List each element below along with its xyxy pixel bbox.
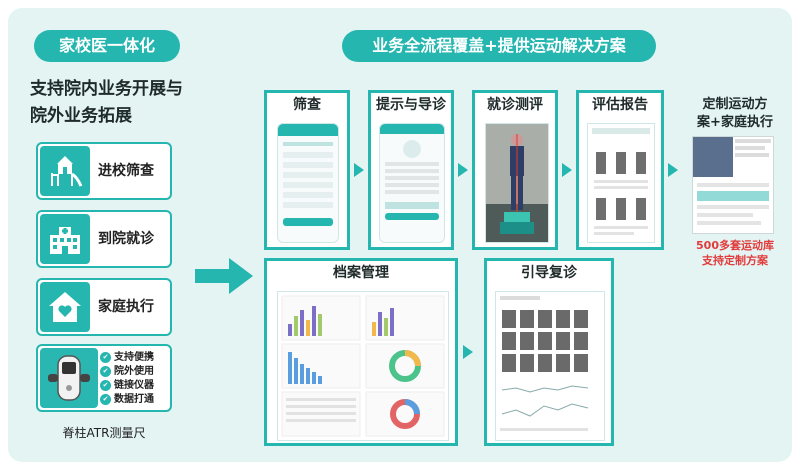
step-screening-card: 筛查 bbox=[264, 90, 350, 250]
step-assessment-card: 就诊测评 bbox=[472, 90, 558, 250]
step-guidance-card: 提示与导诊 bbox=[368, 90, 454, 250]
device-feature-item: 链接仪器 bbox=[100, 379, 154, 393]
step-title: 档案管理 bbox=[333, 265, 389, 281]
exercise-library-note: 500多套运动库 支持定制方案 bbox=[690, 238, 780, 268]
flow-arrow-icon bbox=[463, 345, 473, 359]
device-feature-item: 数据打通 bbox=[100, 393, 154, 407]
step-title: 就诊测评 bbox=[487, 97, 543, 113]
exercise-plan-screenshot bbox=[692, 136, 774, 234]
headline-line-1: 支持院内业务开展与 bbox=[30, 79, 183, 99]
assessment-photo bbox=[485, 123, 549, 243]
exercise-library-note-line-2: 支持定制方案 bbox=[702, 254, 768, 267]
feature-label: 进校筛查 bbox=[98, 163, 154, 179]
step-title: 提示与导诊 bbox=[376, 97, 446, 113]
flow-arrow-icon bbox=[668, 163, 678, 177]
screening-phone-screenshot bbox=[277, 123, 339, 243]
report-document-thumbnail bbox=[587, 123, 655, 243]
exercise-plan-title: 定制运动方 案+家庭执行 bbox=[686, 96, 784, 132]
feature-label: 到院就诊 bbox=[98, 231, 154, 247]
step-title: 评估报告 bbox=[592, 97, 648, 113]
exercise-plan-title-line-1: 定制运动方 bbox=[702, 97, 768, 112]
flow-arrow-icon bbox=[458, 163, 468, 177]
step-title: 引导复诊 bbox=[521, 265, 577, 281]
feature-home-execution: 家庭执行 bbox=[36, 278, 172, 336]
step-report-card: 评估报告 bbox=[576, 90, 664, 250]
step-followup-card: 引导复诊 bbox=[484, 258, 614, 446]
exercise-plan-title-line-2: 案+家庭执行 bbox=[697, 115, 773, 130]
headline-line-2: 院外业务拓展 bbox=[30, 106, 132, 126]
guidance-phone-screenshot bbox=[379, 123, 445, 243]
playground-slide-icon bbox=[40, 146, 90, 196]
device-feature-item: 院外使用 bbox=[100, 365, 154, 379]
workflow-pill: 业务全流程覆盖+提供运动解决方案 bbox=[342, 30, 656, 62]
exercise-library-note-line-1: 500多套运动库 bbox=[696, 239, 774, 252]
house-heart-icon bbox=[40, 282, 90, 332]
step-title: 筛查 bbox=[293, 97, 321, 113]
headline: 支持院内业务开展与 院外业务拓展 bbox=[30, 76, 210, 130]
flow-arrow-icon bbox=[354, 163, 364, 177]
hospital-building-icon bbox=[40, 214, 90, 264]
spine-atr-device-icon bbox=[40, 348, 98, 408]
flow-arrow-icon bbox=[562, 163, 572, 177]
integration-pill: 家校医一体化 bbox=[34, 30, 180, 62]
feature-hospital-visit: 到院就诊 bbox=[36, 210, 172, 268]
step-records-card: 档案管理 bbox=[264, 258, 458, 446]
records-dashboard-screenshot bbox=[277, 291, 449, 441]
followup-report-screenshot bbox=[495, 291, 605, 441]
feature-school-screening: 进校筛查 bbox=[36, 142, 172, 200]
device-feature-list: 支持便携 院外使用 链接仪器 数据打通 bbox=[100, 351, 154, 407]
atr-device-card: 支持便携 院外使用 链接仪器 数据打通 bbox=[36, 344, 172, 412]
device-feature-item: 支持便携 bbox=[100, 351, 154, 365]
device-caption: 脊柱ATR测量尺 bbox=[62, 426, 146, 440]
feature-label: 家庭执行 bbox=[98, 299, 154, 315]
big-right-arrow-icon bbox=[195, 258, 253, 294]
